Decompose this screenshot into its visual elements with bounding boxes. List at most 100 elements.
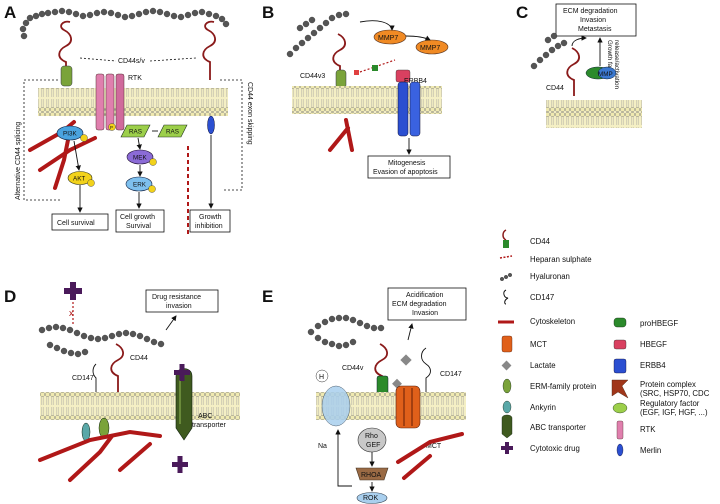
hyaluronan-chain-c [530,32,568,70]
pi3k-node [56,125,84,141]
panel-b: B CD44v3 MMP7 MMP7 ERBB4 Mitogenesis [262,3,451,179]
cd44v3-molecule [332,33,346,82]
legend-protein-complex-2: (SRC, HSP70, CDC [640,389,710,398]
d-outcome-box [145,289,219,313]
rtk-receptor-icon [95,73,125,131]
svg-text:x: x [69,308,74,318]
legend-ankyrin: Ankyrin [530,403,556,412]
erk-label: ERK [133,182,147,189]
legend-protein-complex-icon [611,379,629,399]
legend-prohbegf: proHBEGF [640,319,678,328]
legend-cd44-icon [502,229,509,248]
legend-cd44: CD44 [530,237,551,246]
erbb4-label: ERBB4 [404,78,427,85]
growth-survival-box [115,209,165,233]
d-cd147-label: CD147 [72,375,94,382]
akt-label: AKT [73,176,85,183]
legend-hyaluronan: Hyaluronan [530,272,570,281]
abc-line2: transporter [192,422,227,429]
ras2-label: RAS [166,129,179,136]
alt-splicing-loop [23,79,60,201]
c-outcome-box [555,3,637,37]
legend-cd147-icon [503,289,509,305]
hyaluronan-chain [19,7,230,40]
abc-transporter-icon [175,368,193,441]
legend-mct-icon [501,335,513,353]
c-outcome-line3: Metastasis [578,26,612,33]
ras-node-2 [157,124,188,138]
e-outcome-line3: Invasion [412,310,438,317]
legend: CD44 Heparan sulphate Hyaluronan CD147 C… [498,229,710,457]
rhogef-line2: GEF [366,442,380,449]
svg-text:P: P [110,125,113,130]
cell-membrane-d [40,392,240,420]
cytotoxic-drug-icon [64,282,82,300]
growth-survival-line2: Survival [126,223,151,230]
legend-cytoskeleton: Cytoskeleton [530,317,575,326]
c-cd44-label: CD44 [546,85,564,92]
b-outcome-line1: Mitogenesis [388,160,426,167]
panel-b-label: B [262,3,274,22]
growth-inhibition-line1: Growth [199,214,222,221]
e-outcome-line2: ECM degradation [392,301,447,308]
legend-protein-complex-1: Protein complex [640,380,696,389]
growth-survival-line1: Cell growth [120,214,155,221]
mek-label: MEK [133,155,147,162]
cd44-molecule-c [566,47,580,96]
cd44v-molecule [374,343,388,392]
cd44-anchor-icon [60,65,73,87]
cytoskeleton-d [38,429,162,462]
legend-rtk-icon [616,420,624,440]
legend-heparan: Heparan sulphate [530,255,592,264]
erbb4-receptor-icon [397,81,421,137]
mmp7a-label: MMP7 [378,35,398,42]
legend-erbb4-icon [613,358,627,374]
d-outcome-line2: invasion [166,303,192,310]
legend-hyaluronan-icon [500,273,513,282]
hyaluronan-chain-e [307,314,385,350]
panel-c: C ECM degradation Invasion Metastasis Gr… [516,3,642,128]
legend-hbegf-icon [613,339,627,350]
cell-membrane-a [38,88,228,116]
cytotoxic-drug-icon-3 [172,456,188,473]
merlin-icon [207,115,215,135]
panel-a-label: A [4,3,16,22]
erk-node [125,176,153,192]
e-outcome-box [387,287,467,321]
h-ion-label: H [319,374,324,381]
growth-factor-line2: release/activation [613,40,620,90]
akt-node [67,171,93,185]
exon-skipping-loop [220,79,243,191]
abc-line1: ABC [198,413,212,420]
cd44-molecule-right [202,20,216,80]
legend-abc-icon [501,414,513,439]
na-ion-label: Na [318,443,327,450]
legend-drug: Cytotoxic drug [530,444,580,453]
legend-mct: MCT [530,340,547,349]
c-outcome-line1: ECM degradation [563,8,618,15]
mek-node [126,149,154,165]
e-cd44v-label: CD44v [342,365,364,372]
growth-factor-line1: Growth factor [606,40,613,78]
rhogef-line1: Rho [365,433,378,440]
legend-regulatory-2: (EGF, IGF, HGF, ...) [640,408,708,417]
mct-transporter-icon [395,385,421,429]
e-cd147-label: CD147 [440,371,462,378]
mct-label: MCT [426,443,442,450]
rhoa-node [355,467,389,481]
rhoa-label: RHOA [361,472,382,479]
mitogenesis-box [367,155,451,179]
legend-merlin: Merlin [640,446,661,455]
phosphate-icon [80,134,88,142]
cd44-molecule-d [110,343,124,392]
c-outcome-line2: Invasion [580,17,606,24]
nhe-exchanger-icon [321,385,351,427]
legend-prohbegf-icon [613,317,627,328]
legend-hbegf: HBEGF [640,340,667,349]
legend-drug-icon [501,442,513,454]
pi3k-label: PI3K [63,131,77,138]
lactate-icon [400,354,412,366]
rok-label: ROK [363,495,379,502]
legend-merlin-icon [616,443,624,457]
